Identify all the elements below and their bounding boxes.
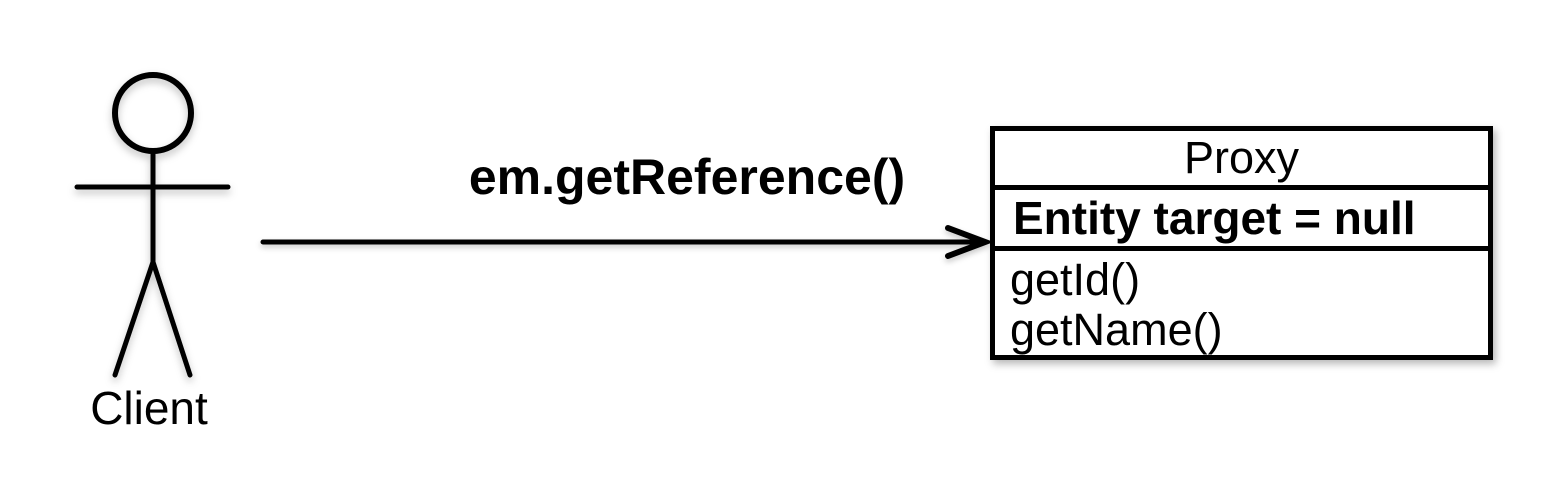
- actor-left-leg: [112, 259, 156, 378]
- class-attributes-compartment: Entity target = null: [995, 190, 1488, 251]
- arrow-head: [945, 225, 990, 259]
- actor-label: Client: [90, 382, 208, 434]
- class-method: getId(): [1010, 254, 1141, 305]
- message-label: em.getReference(): [468, 149, 906, 205]
- right-arrow-icon: [260, 225, 990, 259]
- class-attribute: Entity target = null: [1013, 192, 1416, 244]
- class-method: getName(): [1010, 304, 1223, 355]
- proxy-class-box: Proxy Entity target = null getId() getNa…: [990, 126, 1493, 360]
- class-methods-compartment: getId() getName(): [995, 251, 1488, 355]
- class-title-compartment: Proxy: [995, 131, 1488, 190]
- actor-stick-figure-icon: [74, 72, 231, 378]
- actor-head: [112, 72, 194, 154]
- actor-right-leg: [150, 259, 193, 378]
- class-title: Proxy: [1183, 132, 1300, 183]
